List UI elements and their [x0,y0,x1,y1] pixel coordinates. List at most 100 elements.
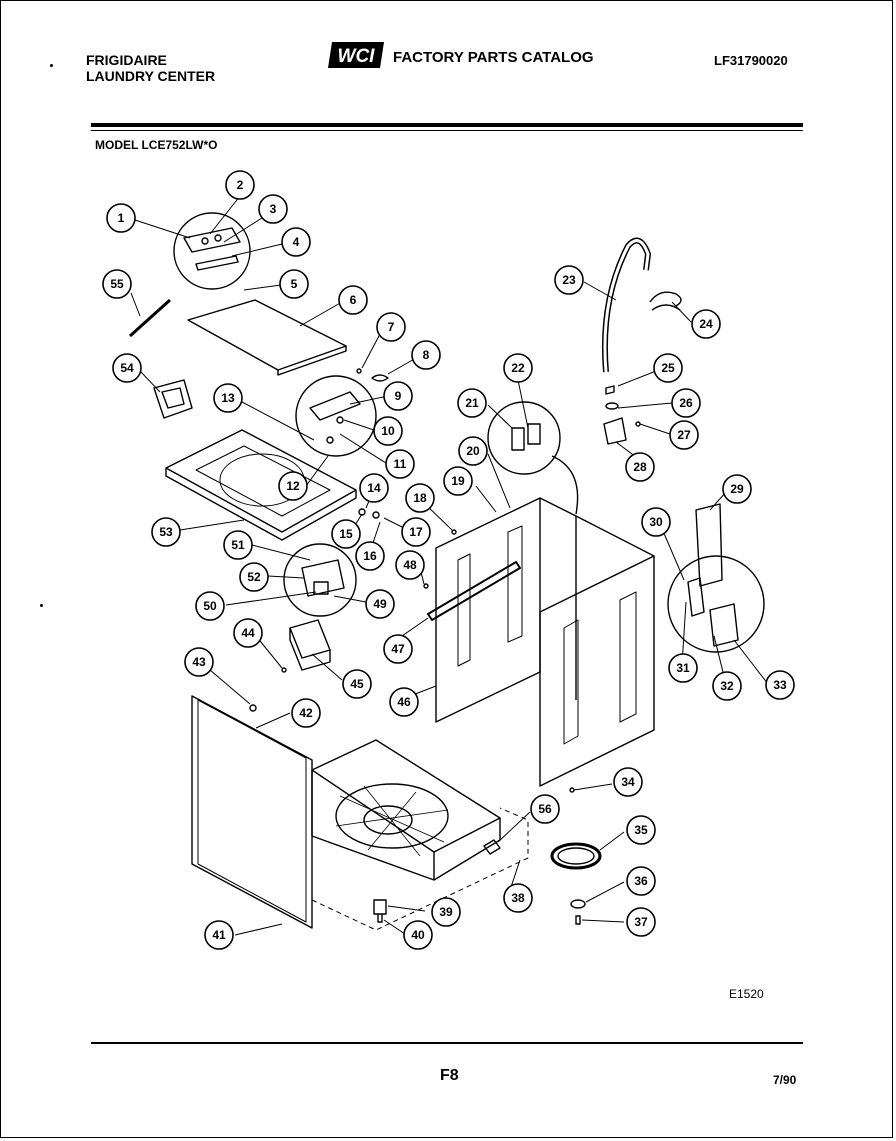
callout-bubble [503,883,533,913]
callout-bubble [671,388,701,418]
callout-bubble [403,920,433,950]
callout-number: 15 [339,527,353,541]
callout-number: 12 [286,479,300,493]
callout-number: 47 [391,642,405,656]
callout-bubble [279,269,309,299]
callout-bubble [102,269,132,299]
callout-number: 33 [773,678,787,692]
callout-40: 40 [403,920,433,950]
callout-38: 38 [503,883,533,913]
callout-bubble [458,436,488,466]
callout-47: 47 [383,634,413,664]
callout-number: 19 [451,474,465,488]
callout-16: 16 [355,541,385,571]
callout-bubble [613,767,643,797]
callout-35: 35 [626,815,656,845]
callout-bubble [239,562,269,592]
detail-circle-hinge [295,375,377,457]
callout-number: 20 [466,444,480,458]
callout-bubble [106,203,136,233]
callout-number: 4 [293,235,300,249]
callout-52: 52 [239,562,269,592]
svg-text:WCI: WCI [338,46,376,67]
callout-bubble [342,669,372,699]
callout-44: 44 [233,618,263,648]
callout-34: 34 [613,767,643,797]
callout-bubble [373,416,403,446]
callout-10: 10 [373,416,403,446]
callout-number: 41 [212,928,226,942]
callout-bubble [641,507,671,537]
callout-number: 29 [730,482,744,496]
callout-number: 21 [465,396,479,410]
callout-number: 45 [350,677,364,691]
callout-number: 26 [679,396,693,410]
callout-42: 42 [291,698,321,728]
callout-55: 55 [102,269,132,299]
footer-rule [91,1042,803,1044]
switch-part [153,379,193,419]
callout-51: 51 [223,530,253,560]
callout-bubble [331,519,361,549]
detail-circle-switch [283,543,357,617]
callout-bubble [411,340,441,370]
bracket-part [289,619,331,671]
callout-number: 7 [388,320,395,334]
callout-bubble [405,483,435,513]
callout-number: 39 [439,905,453,919]
callout-43: 43 [184,647,214,677]
callout-19: 19 [443,466,473,496]
callout-number: 54 [120,361,134,375]
callout-2: 2 [225,170,255,200]
callout-number: 44 [241,626,255,640]
callout-number: 14 [367,481,381,495]
callout-number: 2 [237,178,244,192]
callout-number: 52 [247,570,261,584]
callout-26: 26 [671,388,701,418]
callout-bubble [712,671,742,701]
rail-part [427,561,521,621]
callout-number: 9 [395,389,402,403]
callout-bubble [213,383,243,413]
callout-bubble [765,670,795,700]
callout-7: 7 [376,312,406,342]
callout-bubble [184,647,214,677]
callout-number: 28 [633,460,647,474]
callout-number: 27 [677,428,691,442]
callout-bubble [383,381,413,411]
callout-24: 24 [691,309,721,339]
callout-39: 39 [431,897,461,927]
callout-53: 53 [151,517,181,547]
callout-number: 23 [562,273,576,287]
callout-6: 6 [338,285,368,315]
callout-bubble [722,474,752,504]
detail-circle-valve [487,401,561,475]
callout-bubble [355,541,385,571]
callout-bubble [626,907,656,937]
callout-12: 12 [278,471,308,501]
callout-48: 48 [395,550,425,580]
callout-number: 48 [403,558,417,572]
callout-bubble [653,353,683,383]
callout-bubble [626,866,656,896]
callout-number: 40 [411,928,425,942]
callout-number: 43 [192,655,206,669]
callout-bubble [554,265,584,295]
leveling-foot-part [373,899,387,923]
illustration-code: E1520 [729,987,764,1001]
callout-bubble [233,618,263,648]
callout-36: 36 [626,866,656,896]
callout-bubble [223,530,253,560]
brand-line-1: FRIGIDAIRE [86,52,167,68]
model-label: MODEL LCE752LW*O [95,138,218,152]
callout-33: 33 [765,670,795,700]
callout-31: 31 [668,653,698,683]
callout-number: 32 [720,679,734,693]
callout-bubble [625,452,655,482]
callout-bubble [626,815,656,845]
callout-number: 11 [394,457,407,471]
callout-bubble [359,473,389,503]
brand-line-2: LAUNDRY CENTER [86,68,216,84]
callout-bubble [395,550,425,580]
